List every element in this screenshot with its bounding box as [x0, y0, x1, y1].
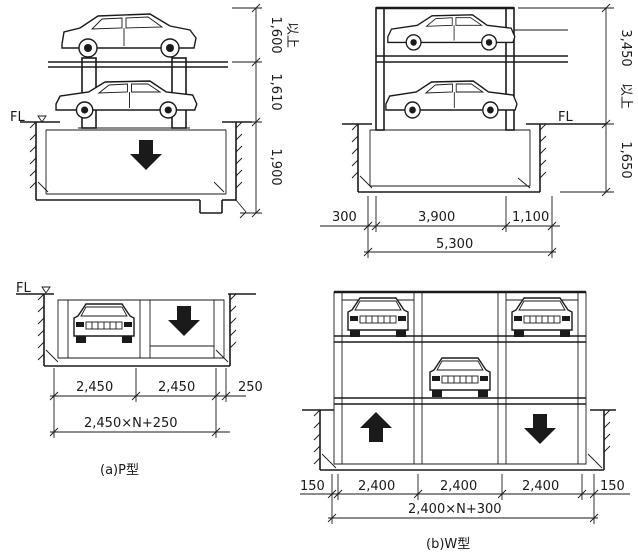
down-arrow-icon-p-front	[168, 306, 200, 336]
p-dim-v-2: 1,610	[268, 73, 283, 110]
w-type-caption: (b)W型	[426, 537, 470, 552]
p-type-side-view: FL 1,600 以上 1,610 1,900	[10, 3, 299, 219]
w-type-front-view: 150 2,400 2,400 2,400 150 2,400×N+300 (b…	[300, 290, 630, 552]
w-dim-plan-3: 2,400	[440, 479, 477, 494]
w-dim-h-1: 300	[332, 210, 357, 225]
w-dim-plan-2: 2,400	[358, 479, 395, 494]
ijo-label-w: 以上	[618, 83, 633, 109]
down-arrow-icon-w-front	[524, 414, 556, 444]
w-dim-v-1: 3,450	[618, 29, 633, 66]
p-dim-h-3: 250	[238, 380, 263, 395]
ijo-label-p: 以上	[284, 22, 299, 48]
fl-label: FL	[10, 110, 25, 125]
up-arrow-icon	[360, 412, 392, 442]
p-dim-v-3: 1,900	[268, 148, 283, 185]
p-dim-v-1: 1,600	[268, 16, 283, 53]
w-dim-h-2: 3,900	[418, 210, 455, 225]
w-dim-plan-4: 2,400	[522, 479, 559, 494]
w-dim-v-2: 1,650	[618, 141, 633, 178]
p-type-caption: (a)P型	[100, 463, 139, 478]
w-type-side-view: FL 3,450 以上 1,650	[320, 3, 633, 258]
p-dim-total: 2,450×N+250	[84, 416, 178, 431]
p-type-front-view: FL	[16, 281, 263, 478]
fl-label-w: FL	[558, 110, 573, 125]
w-dim-plan-5: 150	[600, 479, 625, 494]
w-dim-total-plan: 2,400×N+300	[408, 502, 502, 517]
w-dim-plan-1: 150	[300, 479, 325, 494]
w-dim-total: 5,300	[436, 237, 473, 252]
p-dim-h-2: 2,450	[158, 380, 195, 395]
fl-label-p-front: FL	[16, 281, 31, 296]
down-arrow-icon	[130, 140, 162, 170]
w-dim-h-3: 1,100	[512, 210, 549, 225]
p-dim-h-1: 2,450	[76, 380, 113, 395]
